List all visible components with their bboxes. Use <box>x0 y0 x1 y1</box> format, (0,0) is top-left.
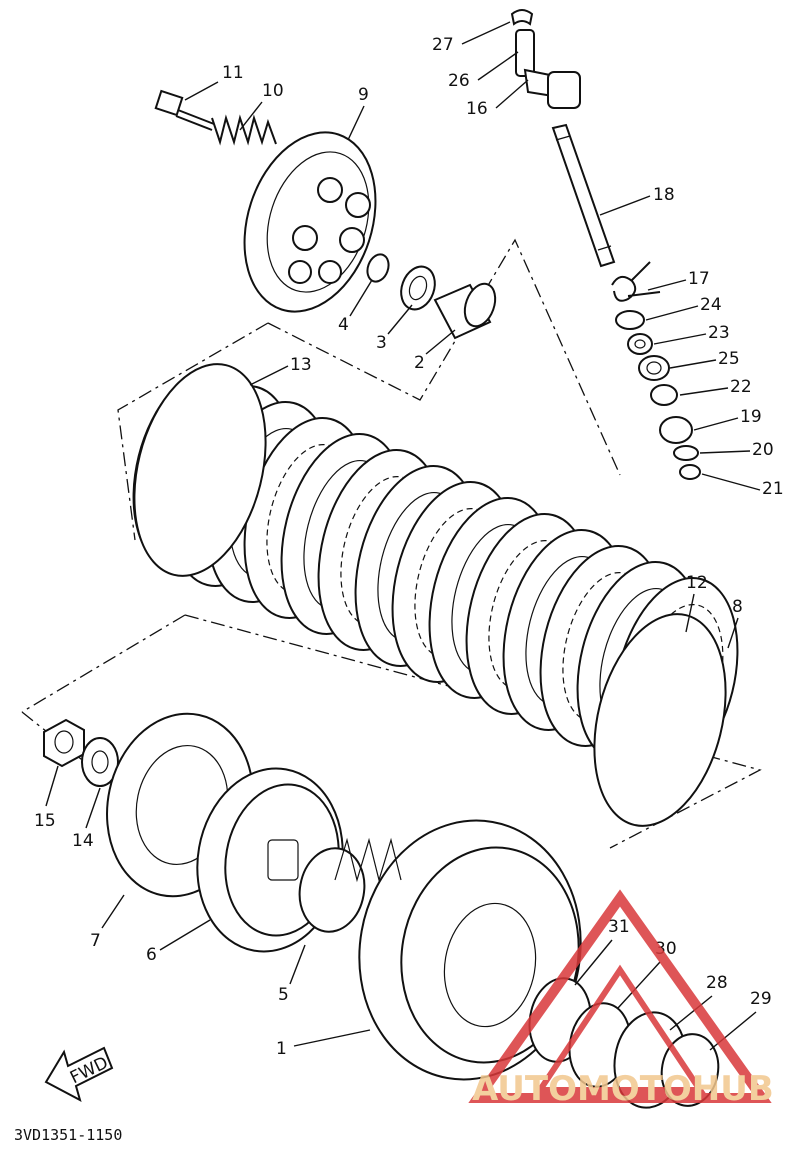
callout-leader-12 <box>685 593 695 633</box>
callout-leader-15 <box>45 765 59 807</box>
callout-leader-1 <box>293 1029 371 1047</box>
push-piece-part <box>433 282 497 340</box>
callout-15: 15 <box>34 811 56 831</box>
callout-7: 7 <box>90 931 101 951</box>
callout-17: 17 <box>688 269 710 289</box>
callout-leader-18 <box>599 195 651 216</box>
callout-leader-21 <box>701 473 761 491</box>
callout-31: 31 <box>608 917 630 937</box>
callout-leader-16 <box>495 79 529 109</box>
drawing-code: 3VD1351-1150 <box>14 1126 122 1144</box>
plates-stack <box>132 363 739 827</box>
washer-20-part <box>673 445 699 461</box>
push-lever-shaft-part <box>551 123 616 268</box>
callout-24: 24 <box>700 295 722 315</box>
callout-leader-2 <box>425 329 456 355</box>
callout-22: 22 <box>730 377 752 397</box>
callout-13: 13 <box>290 355 312 375</box>
callout-leader-30 <box>617 961 661 1009</box>
washer-24-part <box>615 310 645 330</box>
automotohub-watermark: AUTOMOTOHUB <box>468 889 774 1109</box>
callout-29: 29 <box>750 989 772 1009</box>
friction-plate-8 <box>593 613 727 827</box>
callout-leader-20 <box>699 450 751 454</box>
callout-leader-28 <box>669 995 713 1031</box>
callout-leader-17 <box>647 279 687 291</box>
friction-plate-13 <box>133 363 267 577</box>
circlip-21-part <box>679 464 701 480</box>
callout-1: 1 <box>276 1039 287 1059</box>
callout-23: 23 <box>708 323 730 343</box>
lock-washer-part <box>81 737 119 787</box>
callout-leader-6 <box>159 919 211 951</box>
pressure-plate-part <box>243 131 377 313</box>
callout-leader-3 <box>387 304 413 335</box>
callout-11: 11 <box>222 63 244 83</box>
callout-16: 16 <box>466 99 488 119</box>
callout-leader-7 <box>101 894 125 929</box>
callout-8: 8 <box>732 597 743 617</box>
callout-20: 20 <box>752 440 774 460</box>
callout-leader-10 <box>239 101 263 131</box>
washer-23-part <box>627 333 653 355</box>
callout-leader-26 <box>477 51 519 81</box>
lever-part <box>510 9 581 109</box>
circlip-part <box>366 253 390 283</box>
callout-19: 19 <box>740 407 762 427</box>
oil-seal-25-part <box>638 355 670 381</box>
callout-26: 26 <box>448 71 470 91</box>
callout-10: 10 <box>262 81 284 101</box>
thrust-washer-part <box>298 847 366 933</box>
callout-18: 18 <box>653 185 675 205</box>
callout-leader-5 <box>289 944 306 985</box>
bolt-part <box>154 89 215 131</box>
callout-leader-22 <box>679 387 729 396</box>
callout-leader-13 <box>249 365 289 386</box>
callout-3: 3 <box>376 333 387 353</box>
callout-12: 12 <box>686 573 708 593</box>
callout-2: 2 <box>414 353 425 373</box>
callout-leader-25 <box>669 359 717 369</box>
callout-6: 6 <box>146 945 157 965</box>
callout-5: 5 <box>278 985 289 1005</box>
fwd-arrow: FWD <box>44 1046 114 1102</box>
callout-25: 25 <box>718 349 740 369</box>
callout-leader-23 <box>653 333 707 345</box>
callout-14: 14 <box>72 831 94 851</box>
spring-part <box>211 114 277 146</box>
callout-21: 21 <box>762 479 784 499</box>
callout-leader-19 <box>693 417 739 431</box>
watermark-text: AUTOMOTOHUB <box>472 1069 774 1109</box>
bearing-part <box>400 265 436 311</box>
callout-27: 27 <box>432 35 454 55</box>
callout-leader-8 <box>727 617 739 649</box>
callout-28: 28 <box>706 973 728 993</box>
callout-4: 4 <box>338 315 349 335</box>
callout-leader-27 <box>461 21 511 45</box>
callout-leader-9 <box>347 105 365 141</box>
callout-leader-31 <box>574 939 613 986</box>
callout-leader-14 <box>85 787 101 829</box>
nut-19-part <box>659 416 693 444</box>
callout-leader-24 <box>645 305 699 321</box>
nut-15-part <box>43 718 85 768</box>
callout-leader-4 <box>349 279 373 317</box>
return-spring-part <box>611 261 661 302</box>
callout-9: 9 <box>358 85 369 105</box>
callout-leader-11 <box>184 81 219 101</box>
washer-22-part <box>650 384 678 406</box>
